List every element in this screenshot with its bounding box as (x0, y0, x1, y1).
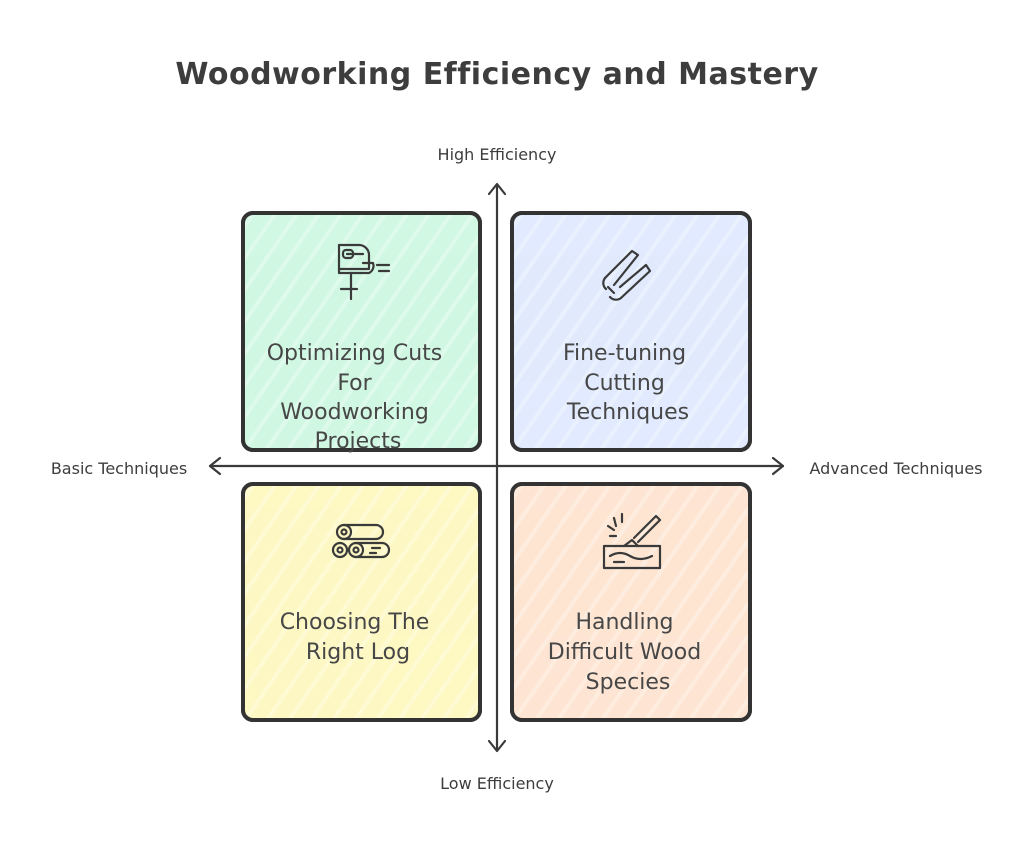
wood-carving-icon (602, 512, 662, 570)
quadrant-top-left: Optimizing Cuts For Woodworking Projects (241, 211, 482, 454)
arrow-up-icon (487, 182, 507, 196)
quadrant-bottom-left-label: Choosing The Right Log (280, 610, 437, 665)
quadrant-bottom-right-label: Handling Difficult Wood Species (548, 610, 708, 695)
axis-label-right: Advanced Techniques (809, 459, 982, 478)
diagram-title: Woodworking Efficiency and Mastery (175, 57, 818, 92)
quadrant-top-left-label: Optimizing Cuts For Woodworking Projects (267, 341, 450, 454)
quadrant-bottom-left: Choosing The Right Log (241, 482, 482, 722)
shears-icon (602, 249, 652, 301)
arrow-left-icon (208, 456, 222, 476)
quadrant-bottom-right: Handling Difficult Wood Species (510, 482, 752, 722)
axis-label-top: High Efficiency (438, 145, 557, 164)
jigsaw-icon (337, 243, 391, 301)
quadrant-top-right-label: Fine-tuning Cutting Techniques (563, 341, 693, 425)
horizontal-axis (208, 456, 785, 476)
vertical-axis (487, 182, 507, 753)
arrow-right-icon (771, 456, 785, 476)
axis-label-bottom: Low Efficiency (440, 774, 554, 793)
quadrant-top-right: Fine-tuning Cutting Techniques (510, 211, 752, 452)
axis-label-left: Basic Techniques (51, 459, 187, 478)
logs-icon (331, 523, 391, 559)
arrow-down-icon (487, 739, 507, 753)
